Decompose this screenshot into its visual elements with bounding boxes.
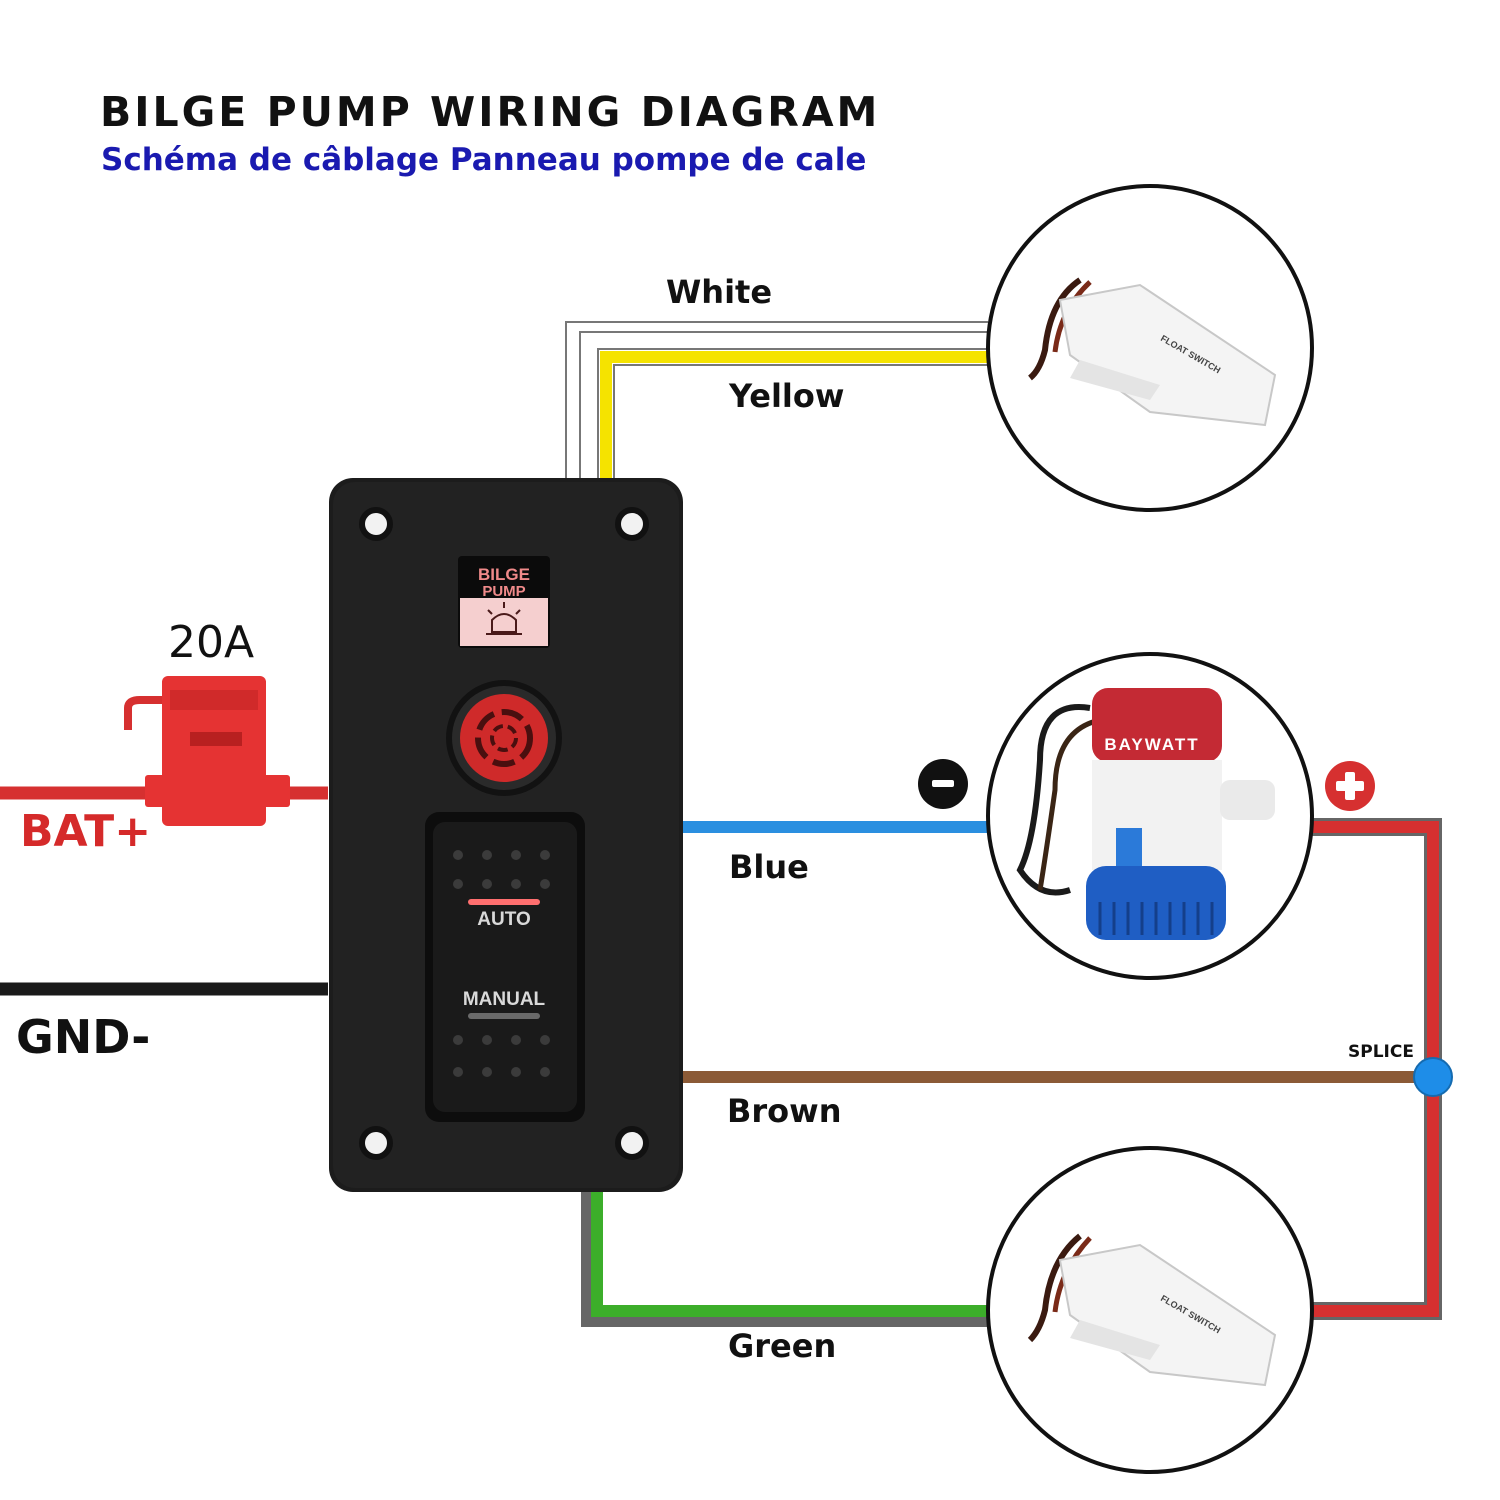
- red-return-wire: [1310, 818, 1442, 1320]
- float-switch-bottom: FLOAT SWITCH: [986, 1146, 1314, 1474]
- yellow-wire: [597, 348, 988, 478]
- buzzer: [446, 680, 562, 796]
- white-wire: [565, 321, 988, 478]
- switch-label-auto: AUTO: [477, 909, 530, 930]
- rocker-switch[interactable]: AUTO MANUAL: [425, 812, 585, 1122]
- switch-label-manual: MANUAL: [463, 989, 546, 1010]
- pump-brand: BAYWATT: [1104, 735, 1199, 754]
- battery-positive-label: BAT+: [20, 806, 152, 857]
- splice-junction: [1413, 1057, 1453, 1097]
- float-switch-top: FLOAT SWITCH: [986, 184, 1314, 512]
- ground-label: GND-: [16, 1010, 151, 1064]
- splice-label: SPLICE: [1348, 1042, 1414, 1062]
- positive-terminal-icon: [1325, 761, 1375, 811]
- indicator-label-line2: PUMP: [482, 583, 525, 600]
- green-wire: [581, 1192, 988, 1327]
- indicator-label-line1: BILGE: [478, 565, 530, 584]
- fuse-holder: [124, 676, 290, 826]
- negative-terminal-icon: [918, 759, 968, 809]
- mount-hole-bottom-right: [615, 1126, 649, 1160]
- blue-wire-label: Blue: [729, 848, 809, 886]
- yellow-wire-label: Yellow: [729, 377, 845, 415]
- bilge-pump: BAYWATT: [986, 652, 1314, 980]
- bilge-pump-panel: BILGE PUMP A: [329, 478, 683, 1192]
- green-wire-label: Green: [728, 1327, 837, 1365]
- fuse-rating-label: 20A: [168, 617, 255, 668]
- white-wire-label: White: [666, 273, 773, 311]
- alarm-light-icon: [486, 602, 522, 635]
- mount-hole-bottom-left: [359, 1126, 393, 1160]
- brown-wire-label: Brown: [727, 1092, 842, 1130]
- mount-hole-top-left: [359, 507, 393, 541]
- mount-hole-top-right: [615, 507, 649, 541]
- diagram-subtitle: Schéma de câblage Panneau pompe de cale: [101, 142, 867, 178]
- diagram-title: BILGE PUMP WIRING DIAGRAM: [100, 88, 881, 136]
